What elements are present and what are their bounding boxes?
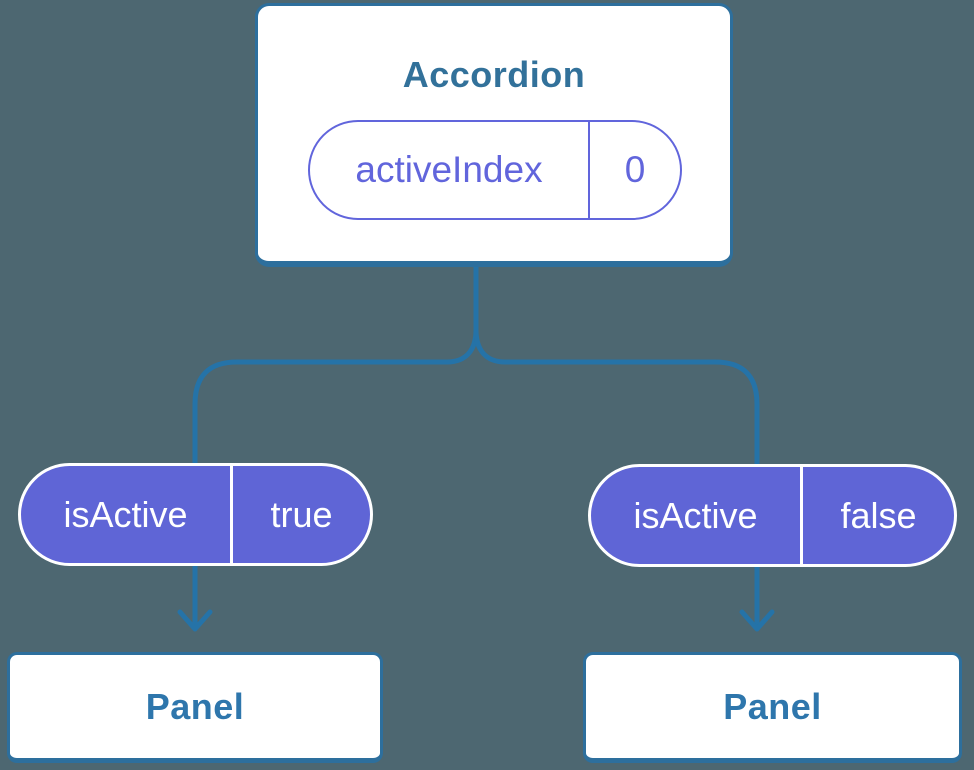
accordion-card: Accordion activeIndex 0	[255, 3, 733, 267]
state-name: activeIndex	[355, 149, 543, 190]
prop-pill-right: isActive false	[588, 464, 957, 567]
pill-divider	[588, 122, 590, 218]
panel-title: Panel	[723, 685, 822, 727]
panel-title: Panel	[145, 685, 245, 727]
prop-pill-left: isActive true	[18, 463, 373, 566]
pill-divider	[800, 467, 803, 564]
state-value: 0	[624, 149, 646, 190]
state-pill: activeIndex 0	[308, 120, 682, 220]
branch-line-left	[192, 259, 479, 626]
arrow-down-icon	[739, 609, 775, 632]
prop-name: isActive	[633, 494, 758, 536]
panel-card-left: Panel	[7, 652, 383, 763]
branch-line-right	[473, 259, 760, 626]
prop-value: false	[840, 494, 917, 536]
prop-name: isActive	[63, 493, 188, 535]
prop-value: true	[270, 493, 333, 535]
pill-divider	[230, 466, 233, 563]
panel-card-right: Panel	[583, 652, 962, 763]
arrow-down-icon	[177, 609, 213, 632]
accordion-title: Accordion	[402, 54, 586, 95]
